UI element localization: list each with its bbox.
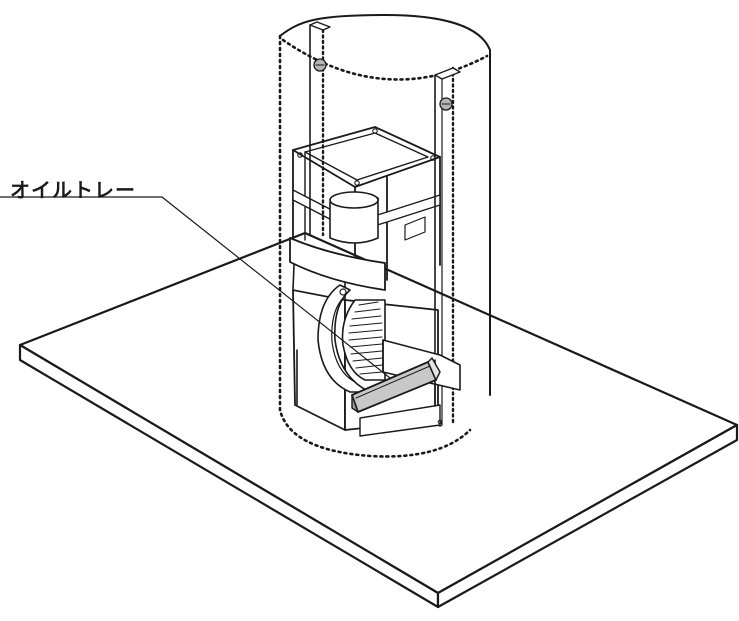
oil-tray	[351, 357, 441, 413]
oil-tray-label: オイルトレー	[10, 178, 136, 202]
rail-screws	[313, 58, 453, 111]
hood-plate	[289, 237, 386, 291]
cylinder-back	[278, 14, 491, 458]
fan-wheel	[341, 299, 386, 381]
fan-motor	[329, 191, 379, 244]
callout-leader-oil-tray	[0, 196, 391, 379]
